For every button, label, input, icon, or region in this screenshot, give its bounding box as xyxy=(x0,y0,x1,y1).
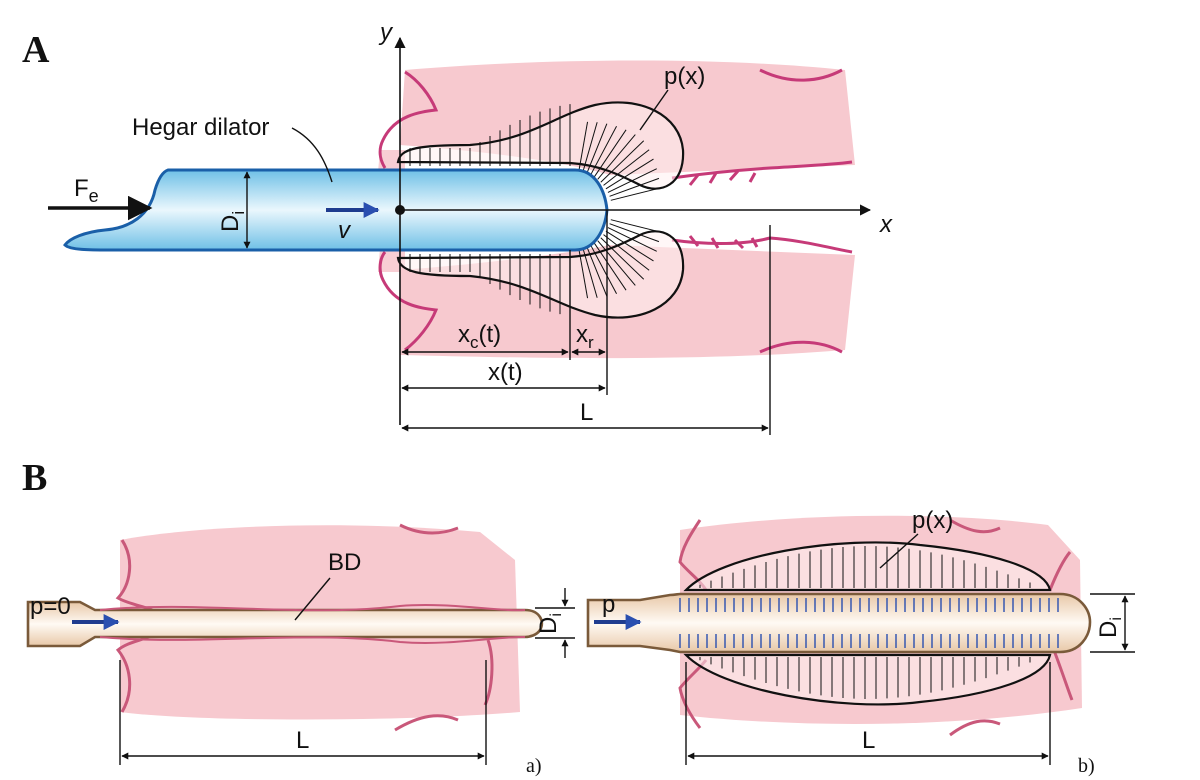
b-right-field-leader xyxy=(879,533,919,569)
b-right-L-label: L xyxy=(862,727,875,754)
dilator-label: Hegar dilator xyxy=(132,114,269,141)
b-left-device-label: BD xyxy=(328,549,361,576)
panel-b-left xyxy=(26,523,544,732)
pressure-line-radial xyxy=(582,122,598,172)
panel-a-pressure-lobes xyxy=(396,101,685,319)
pressure-line-radial xyxy=(610,187,661,201)
b-right-pressure-label: p xyxy=(602,591,615,618)
axis-y-label: y xyxy=(378,19,394,46)
panel-a-letter: A xyxy=(22,29,50,71)
pressure-line-radial xyxy=(605,158,654,190)
pressure-line-radial xyxy=(603,234,650,271)
xt-label: x(t) xyxy=(488,359,523,386)
b-right-diam-label: Di xyxy=(1095,617,1125,638)
dilator-leader xyxy=(291,127,333,183)
b-pressure-lines-top xyxy=(699,546,1031,588)
b-pressure-lines-bottom xyxy=(699,657,1031,699)
pressure-line-radial xyxy=(590,245,617,295)
pressure-line-radial xyxy=(603,149,650,186)
pressure-leader xyxy=(639,89,669,131)
b-right-sub-label: b) xyxy=(1078,755,1095,777)
pressure-line-radial xyxy=(607,168,657,193)
pressure-line-radial xyxy=(610,219,661,233)
b-left-device-leader xyxy=(294,577,331,621)
pressure-line-radial xyxy=(609,223,660,243)
xr-label: xr xyxy=(576,321,594,352)
pressure-line-radial xyxy=(586,123,608,174)
b-left-sub-label: a) xyxy=(526,755,542,777)
pressure-line-radial xyxy=(582,248,598,298)
origin-dot xyxy=(395,205,405,215)
pressure-line-radial xyxy=(609,177,660,197)
b-left-L-label: L xyxy=(296,727,309,754)
pressure-line-radial xyxy=(593,242,627,291)
axis-x-label: x xyxy=(879,211,893,238)
pressure-line-radial xyxy=(607,227,657,252)
pressure-lines-top xyxy=(409,104,661,201)
pressure-line-radial xyxy=(597,240,636,286)
xc-label: xc(t) xyxy=(458,321,501,352)
b-inner-pressure-arrows xyxy=(679,598,1059,648)
pressure-line-radial xyxy=(605,230,654,262)
panel-b-right xyxy=(586,515,1092,737)
L-label-a: L xyxy=(580,399,593,426)
b-left-diam-label: Di xyxy=(535,613,565,634)
pressure-line-radial xyxy=(600,237,645,280)
pressure-lines-bottom xyxy=(409,219,661,316)
velocity-label: v xyxy=(338,217,352,244)
pressure-line-radial xyxy=(578,249,589,299)
panel-b-letter: B xyxy=(22,457,47,499)
dilator-diameter-label: Di xyxy=(217,211,248,232)
pressure-line-radial xyxy=(578,121,589,171)
pressure-line-radial xyxy=(597,134,636,180)
force-label: Fe xyxy=(74,175,99,206)
b-right-field-label: p(x) xyxy=(912,507,953,534)
pressure-line-radial xyxy=(593,129,627,178)
b-left-pressure-label: p=0 xyxy=(30,593,71,620)
panel-a-pressure-label: p(x) xyxy=(664,63,705,90)
pressure-line-radial xyxy=(586,246,608,297)
pressure-line-radial xyxy=(600,140,645,183)
pressure-line-radial xyxy=(590,125,617,175)
